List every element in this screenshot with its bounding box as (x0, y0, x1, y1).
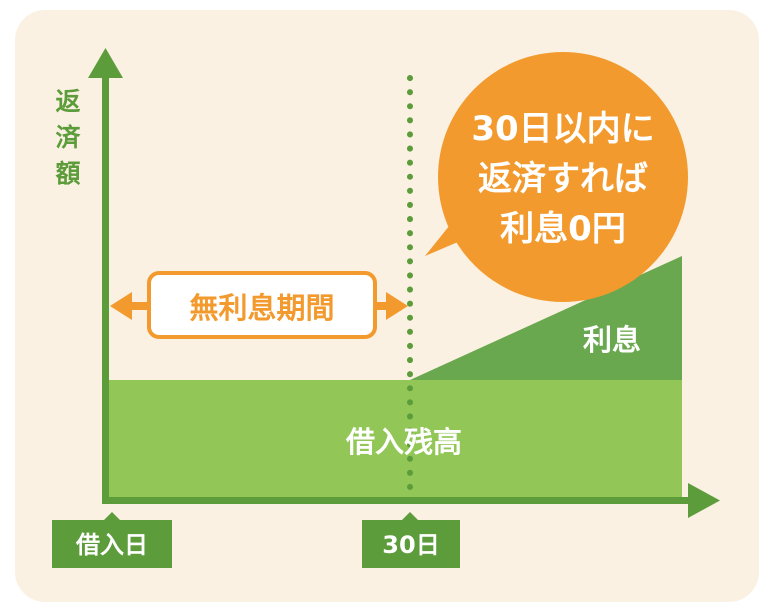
bubble-line-1: 30日以内に (471, 109, 654, 149)
start-date-label: 借入日 (75, 531, 148, 559)
y-axis-label-char-1: 返 (55, 87, 80, 116)
bubble-line-2: 返済すれば (478, 159, 648, 199)
day30-tag (362, 512, 460, 568)
period-label-box (147, 271, 377, 339)
y-axis (102, 72, 109, 504)
y-axis-label-char-3: 額 (55, 159, 80, 188)
start-date-tag (52, 512, 172, 568)
x-axis-arrow (688, 483, 720, 518)
bubble-line-3: 利息0円 (500, 209, 626, 249)
loan-balance-label: 借入残高 (345, 425, 462, 459)
day30-label: 30日 (382, 531, 439, 559)
x-axis (102, 497, 692, 504)
period-double-arrow (110, 292, 408, 320)
y-axis-label-char-2: 済 (55, 123, 81, 152)
y-axis-arrow (88, 48, 123, 78)
period-label: 無利息期間 (189, 291, 334, 325)
speech-bubble (425, 52, 688, 302)
loan-balance-area (108, 380, 682, 498)
interest-label: 利息 (583, 323, 641, 357)
